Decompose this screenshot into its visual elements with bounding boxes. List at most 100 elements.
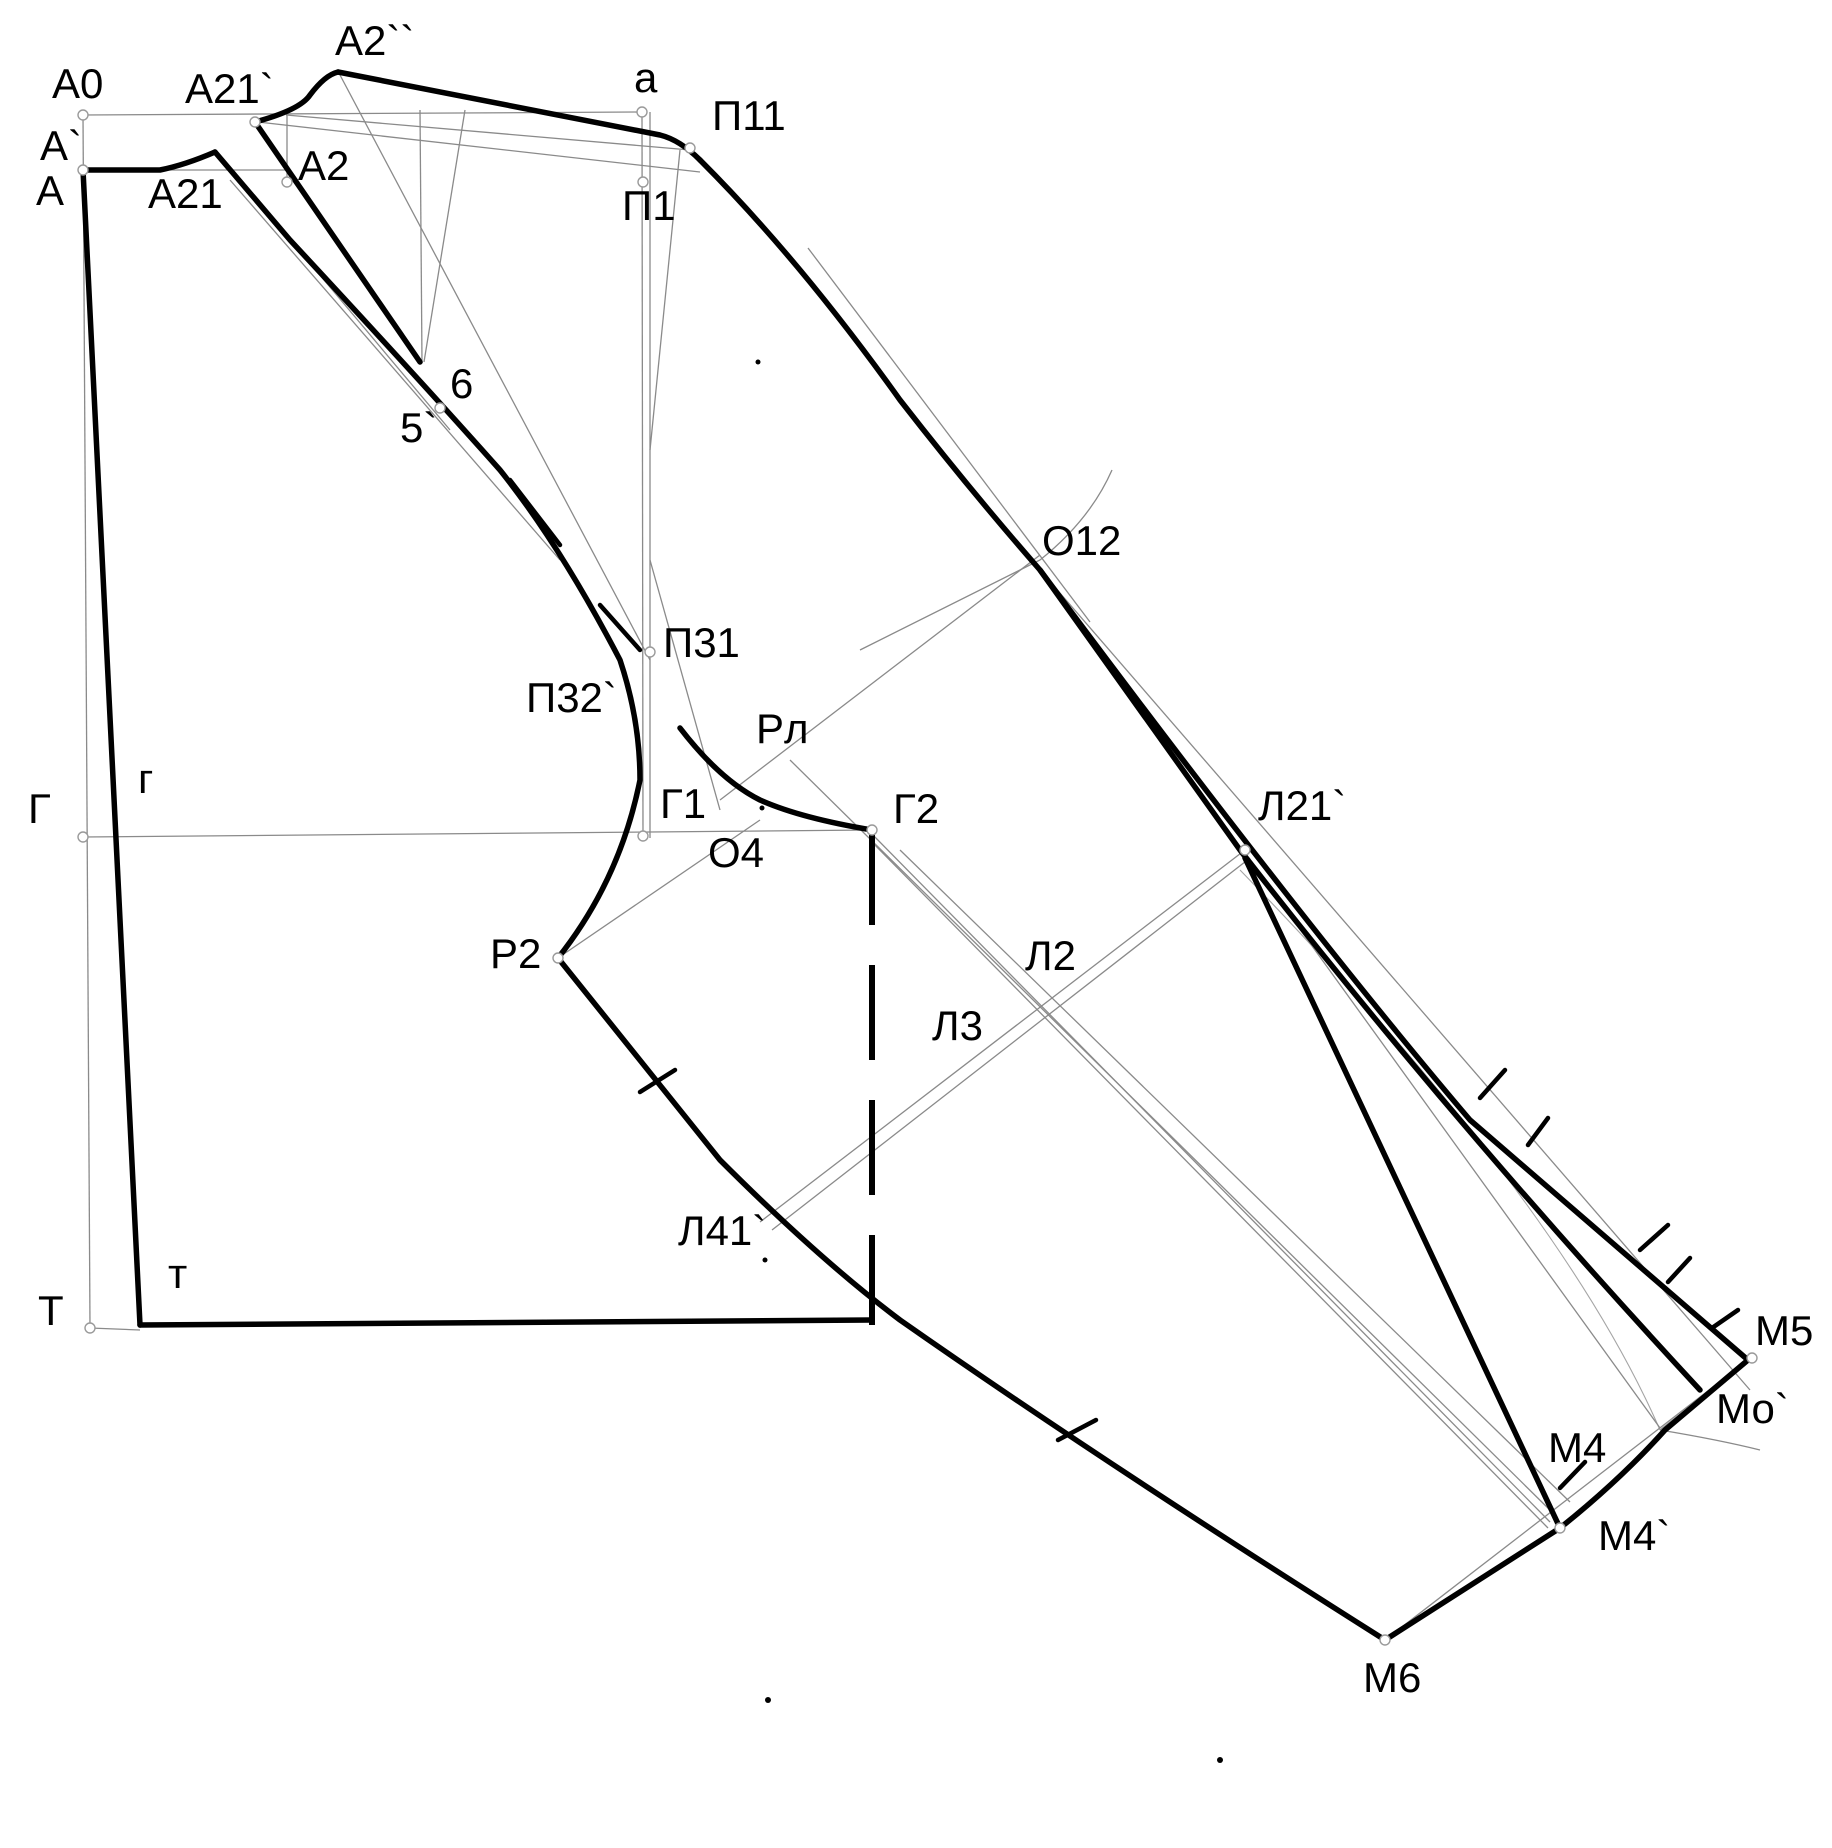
notch-7 bbox=[1637, 1222, 1671, 1253]
front-armhole-lower bbox=[677, 725, 875, 833]
mo-tick-line bbox=[1659, 1429, 1761, 1451]
label-a-top: А` bbox=[40, 122, 82, 169]
sleeve-right-guide bbox=[1249, 859, 1661, 1429]
l21-l41-line bbox=[759, 849, 1246, 1223]
front-neckline bbox=[252, 69, 341, 125]
label-a21-prime: А21` bbox=[185, 65, 274, 112]
notch-2 bbox=[597, 602, 643, 653]
construction-lines bbox=[82, 74, 1761, 1641]
point-a-small bbox=[636, 106, 648, 118]
point-g2 bbox=[866, 824, 878, 836]
point-l21 bbox=[1239, 844, 1251, 856]
label-a2-dprime: А2`` bbox=[335, 17, 414, 64]
chest-line bbox=[82, 829, 873, 838]
notch-10 bbox=[1557, 1459, 1588, 1491]
point-p1 bbox=[637, 176, 649, 188]
point-markers bbox=[77, 106, 1758, 1646]
rl-m4-line bbox=[789, 759, 1556, 1516]
label-p31: П31 bbox=[663, 619, 740, 666]
notch-9 bbox=[1709, 1307, 1741, 1331]
point-m4p bbox=[1554, 1522, 1566, 1534]
sleeve-cap bbox=[697, 157, 1751, 1363]
frame-left-line bbox=[82, 114, 91, 1329]
label-m6: М6 bbox=[1363, 1654, 1421, 1701]
armhole-construct-1 bbox=[649, 149, 681, 451]
dart-line-left bbox=[419, 109, 423, 364]
sleeve-hem-line bbox=[1384, 1359, 1749, 1641]
notch-8 bbox=[1665, 1255, 1693, 1285]
frame-right-line bbox=[641, 111, 644, 839]
point-m6 bbox=[1379, 1634, 1391, 1646]
label-g: Г bbox=[28, 785, 51, 832]
g2-m4-line-2 bbox=[869, 839, 1549, 1529]
front-shoulder bbox=[335, 69, 703, 163]
back-shoulder-to-armhole bbox=[212, 149, 643, 961]
label-t-small: т bbox=[168, 1250, 187, 1297]
sleeve-front-seam bbox=[1037, 567, 1703, 1393]
sleeve-top-guide bbox=[807, 247, 1091, 623]
point-p31 bbox=[644, 646, 656, 658]
point-p11 bbox=[684, 142, 696, 154]
label-a2: А2 bbox=[298, 142, 349, 189]
label-a21: А21 bbox=[148, 170, 223, 217]
hem-frame-line bbox=[89, 1327, 141, 1331]
sleeve-back-seam bbox=[1242, 855, 1563, 1531]
notch-5 bbox=[1477, 1067, 1508, 1101]
label-l3: Л3 bbox=[932, 1002, 983, 1049]
front-cut-line bbox=[229, 179, 561, 561]
point-p2 bbox=[552, 952, 564, 964]
point-a0 bbox=[77, 109, 89, 121]
shoulder-construct-1 bbox=[285, 114, 691, 151]
label-p2: Р2 bbox=[490, 930, 541, 977]
notch-1 bbox=[507, 477, 563, 548]
notch-4 bbox=[1055, 1417, 1099, 1443]
label-g2: Г2 bbox=[893, 785, 939, 832]
label-l41: Л41` bbox=[678, 1207, 766, 1254]
label-l2: Л2 bbox=[1025, 932, 1076, 979]
label-rl: Рл bbox=[756, 705, 809, 752]
point-labels: А0 А` А А21` А2`` а П11 А2 А21 П1 6 5` О… bbox=[28, 17, 1813, 1701]
notch-marks bbox=[507, 477, 1741, 1491]
point-t bbox=[84, 1322, 96, 1334]
label-p11: П11 bbox=[712, 92, 786, 139]
label-l21: Л21` bbox=[1258, 782, 1346, 829]
dot-1 bbox=[755, 359, 761, 365]
point-a2 bbox=[281, 176, 293, 188]
g2-m4-line-1 bbox=[867, 829, 1551, 1523]
label-o4: О4 bbox=[708, 829, 764, 876]
dart-line-right bbox=[423, 109, 466, 363]
armhole-construct-2 bbox=[649, 559, 721, 811]
sleeve-mid-line bbox=[899, 849, 1571, 1503]
dot-2 bbox=[762, 1257, 768, 1263]
label-mo: Мо` bbox=[1716, 1385, 1789, 1432]
label-5: 5` bbox=[400, 404, 437, 451]
label-o12: О12 bbox=[1042, 517, 1121, 564]
dot-4 bbox=[1217, 1757, 1223, 1763]
sleeve-right-curve bbox=[1239, 869, 1661, 1431]
dot-3 bbox=[765, 1697, 771, 1703]
label-m5: М5 bbox=[1755, 1307, 1813, 1354]
notch-3 bbox=[637, 1067, 678, 1095]
label-m4p: М4` bbox=[1598, 1512, 1670, 1559]
stray-dots bbox=[755, 359, 1223, 1763]
point-g bbox=[77, 831, 89, 843]
label-a0: А0 bbox=[52, 60, 103, 107]
label-g1: Г1 bbox=[660, 780, 706, 827]
label-6: 6 bbox=[450, 360, 473, 407]
neck-diag-1 bbox=[339, 74, 651, 661]
sleeve-top-guide-2 bbox=[1039, 569, 1751, 1391]
p2-g2-line bbox=[557, 819, 761, 959]
label-a-small: а bbox=[634, 54, 658, 101]
label-a: А bbox=[36, 167, 64, 214]
sleeve-inner-seam bbox=[555, 955, 1388, 1643]
front-edge bbox=[252, 119, 423, 365]
sleeve-hem bbox=[1382, 1357, 1751, 1643]
point-m5 bbox=[1746, 1352, 1758, 1364]
point-5 bbox=[434, 402, 446, 414]
back-center-line bbox=[80, 167, 143, 1328]
shoulder-construct-2 bbox=[257, 121, 701, 173]
label-t: Т bbox=[38, 1287, 64, 1334]
dot-5 bbox=[759, 805, 765, 811]
back-neckline bbox=[80, 149, 218, 173]
